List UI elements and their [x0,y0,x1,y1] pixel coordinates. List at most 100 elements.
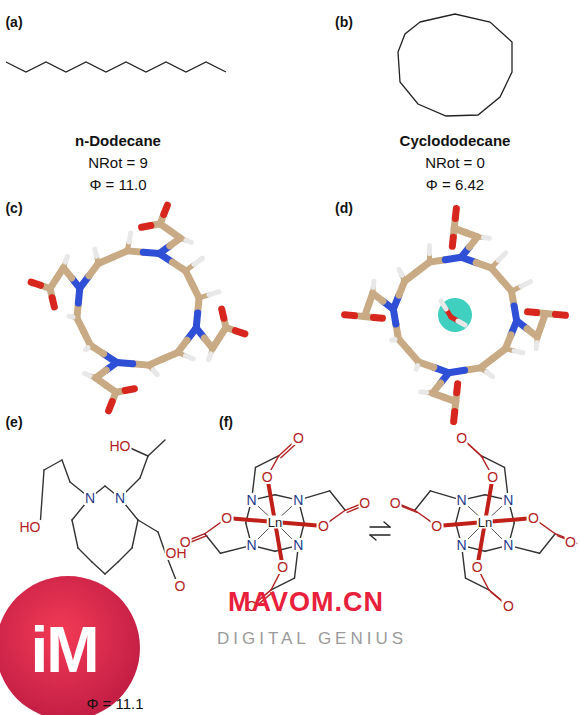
stick-bond [153,370,157,375]
atom-label: N [246,538,258,552]
atom-label: O [220,511,233,525]
skeleton-bond [118,548,132,562]
rotor-count: NRot = 0 [425,155,485,170]
stick-bond [129,233,131,242]
stick-bond [455,208,456,218]
stick-bond [65,256,67,262]
rotor-count: NRot = 9 [88,155,148,170]
stick-bond [164,205,168,214]
watermark-text: DIGITAL GENIUS [217,630,407,647]
equilibrium-arrow [370,534,390,535]
stick-bond [416,366,417,370]
skeleton-bond [132,520,138,548]
stick-bond [421,389,427,395]
stick-bond [52,298,54,307]
stick-bond [449,237,457,246]
skeleton-bond [138,520,158,532]
atom-label: N [292,538,304,552]
stick-bond [483,235,489,241]
stick-bond [69,314,73,320]
dodecane-skeleton [6,62,226,72]
skeleton-bond [78,548,92,562]
atom-label: O [486,470,499,484]
atom-label: O [179,535,192,549]
skeleton-bond [105,562,118,574]
stick-bond [31,282,40,285]
phi-value: Φ = 11.1 [86,696,143,711]
stick-bond [185,356,193,359]
skeleton-bond [62,460,70,482]
atom-label: O [317,519,330,533]
atom-label: O [174,579,187,593]
atom-label: O [564,535,577,549]
stick-bond [373,314,382,322]
atom-label: O [430,519,443,533]
atom-label: O [292,431,305,445]
skeleton-bond [40,470,44,527]
atom-label: N [292,493,304,507]
skeleton-bond [44,460,62,470]
stick-bond [458,321,465,325]
equilibrium-arrow [370,535,376,540]
atom-label: N [502,538,514,552]
stick-bond [534,343,540,349]
stick-bond [209,292,219,295]
atom-label: HO [109,439,132,453]
atom-label: O [471,560,484,574]
phi-value: Φ = 11.0 [89,177,146,192]
atom-label: O [358,496,371,510]
atom-label: N [456,493,468,507]
stick-bond [345,311,355,319]
panel-letter: (f) [219,415,233,429]
stick-bond [555,311,565,319]
bond-line [205,534,221,554]
stick-bond [222,309,224,318]
stick-bond [498,253,505,261]
stick-bond [209,354,211,360]
stick-bond [487,372,493,376]
atom-label: O [389,496,402,510]
atom-label: N [246,493,258,507]
phi-value: Φ = 6.42 [426,177,484,192]
stick-bond [142,226,151,228]
atom-label: HO [19,520,42,534]
atom-label: O [455,431,468,445]
atom-label: N [456,538,468,552]
stick-bond [85,374,91,376]
bond-line [540,534,556,554]
panel-letter: (e) [5,415,22,429]
stick-bond [95,249,97,256]
skeleton-bond [92,562,105,574]
equilibrium-arrow [370,526,390,527]
atom-label: N [84,491,96,505]
atom-label: O [502,599,515,613]
stick-bond [453,384,461,393]
stick-bond [371,281,377,287]
atom-label: Ln [477,516,493,529]
bond-line [415,491,431,511]
molecule-name: n-Dodecane [75,133,161,148]
panel-letter: (d) [335,201,353,215]
watermark-text: MAVOM.CN [228,589,384,616]
stick-bond [85,348,88,350]
watermark-logo: iM [30,618,97,682]
molecule-name: Cyclododecane [400,133,511,148]
skeleton-bond [72,520,78,548]
atom-label: N [114,491,126,505]
stick-bond [454,412,455,422]
equilibrium-arrow [384,522,390,527]
bond-line [330,491,346,511]
stick-bond [109,402,113,411]
watermark-circle [0,576,140,715]
stick-bond [235,331,244,334]
atom-label: Ln [267,516,283,529]
stick-bond [514,351,523,353]
stick-bond [441,301,446,309]
panel-letter: (a) [5,15,22,29]
atom-label: N [502,493,514,507]
atom-label: O [261,470,274,484]
atom-label: O [276,560,289,574]
stick-bond [427,246,432,254]
stick-bond [521,282,530,287]
